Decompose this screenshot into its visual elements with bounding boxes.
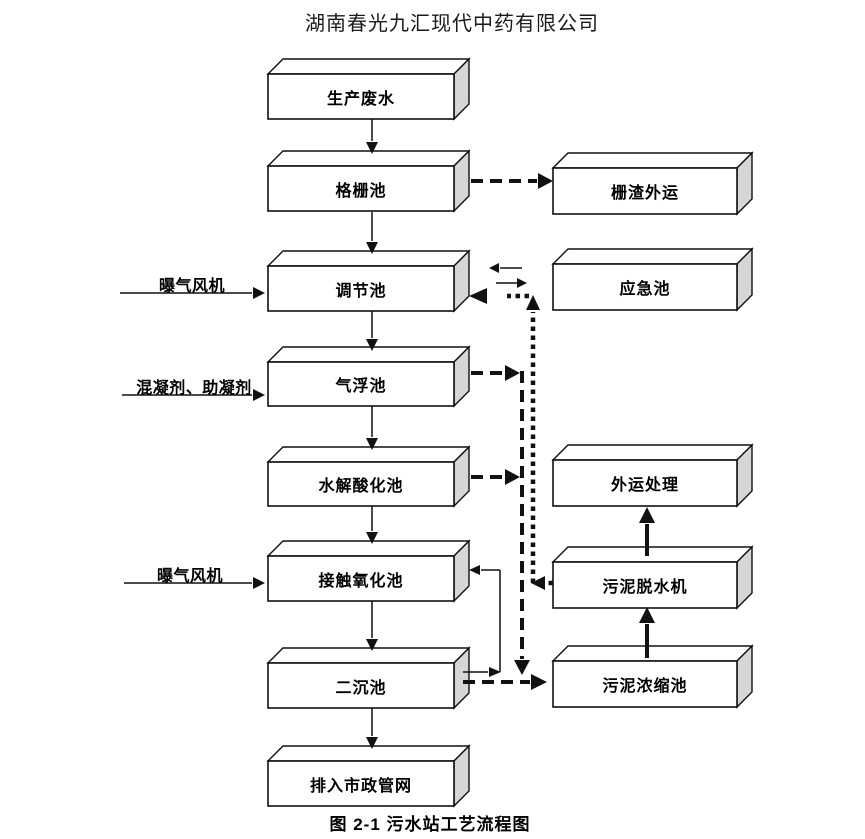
arrow-secondary-to-discharge [366,708,378,749]
arrow-blower-to-contact [124,577,265,589]
arrow-thickening-to-dewatering [639,607,655,658]
node-grid-box [266,149,471,213]
dashed-arrow-hydrolysis-to-sludge-main [471,469,520,485]
node-hydrolysis-box [266,445,471,508]
node-label-secondary: 二沉池 [335,679,387,697]
node-screenings-box [551,151,754,216]
node-label-screenings: 栅渣外运 [610,185,679,202]
dotted-return-dewatering-to-regulating [469,288,553,590]
dashed-arrow-secondary-to-thickening [463,674,547,690]
arrow-blower-to-regulating [120,287,265,299]
node-label-thickening: 污泥浓缩池 [602,678,688,695]
arrow-contact-to-secondary [366,601,378,651]
node-secondary-sedimentation-box [266,646,471,710]
arrow-regulating-to-flotation [366,311,378,351]
node-discharge-box [266,744,471,808]
node-label-emergency: 应急池 [619,281,671,298]
dashed-arrow-grid-to-screenings [471,173,553,189]
figure-caption: 图 2-1 污水站工艺流程图 [329,815,531,834]
node-label-discharge: 排入市政管网 [309,777,412,795]
arrow-flotation-to-hydrolysis [366,406,378,450]
node-label-hydrolysis: 水解酸化池 [318,478,404,495]
arrow-regulating-to-emergency [496,278,527,288]
page-title: 湖南春光九汇现代中药有限公司 [305,13,599,35]
node-label-external: 外运处理 [610,477,679,494]
arrow-hydrolysis-to-contact [366,506,378,544]
node-contact-oxidation-box [266,539,471,603]
arrow-grid-to-regulating [366,212,378,254]
node-external-treatment-box [551,443,754,508]
node-sludge-dewatering-box [551,545,754,610]
arrow-emergency-to-regulating [489,263,522,273]
node-label-regulating: 调节池 [335,282,387,300]
node-sludge-thickening-box [551,644,754,709]
arrow-dewatering-to-external [639,507,655,556]
node-label-contact: 接触氧化池 [318,572,404,590]
node-production-box [266,57,471,121]
node-regulating-box [266,249,471,313]
arrow-coagulant-to-flotation [122,389,265,401]
node-label-flotation: 气浮池 [335,378,387,395]
node-label-dewatering: 污泥脱水机 [602,579,688,596]
node-flotation-box [266,345,471,408]
input-label-aeration-blower-top: 曝气风机 [158,278,225,295]
node-emergency-box [551,247,754,312]
dashed-sludge-main-vertical [514,371,530,675]
node-label-grid: 格栅池 [335,182,387,200]
arrow-production-to-grid [366,119,378,154]
dashed-arrow-flotation-to-sludge-main [471,365,520,381]
input-label-coagulant: 混凝剂、助凝剂 [136,380,252,397]
input-label-aeration-blower-bottom: 曝气风机 [156,568,223,585]
return-line-secondary-to-contact [463,565,501,677]
node-label-production: 生产废水 [326,90,395,108]
